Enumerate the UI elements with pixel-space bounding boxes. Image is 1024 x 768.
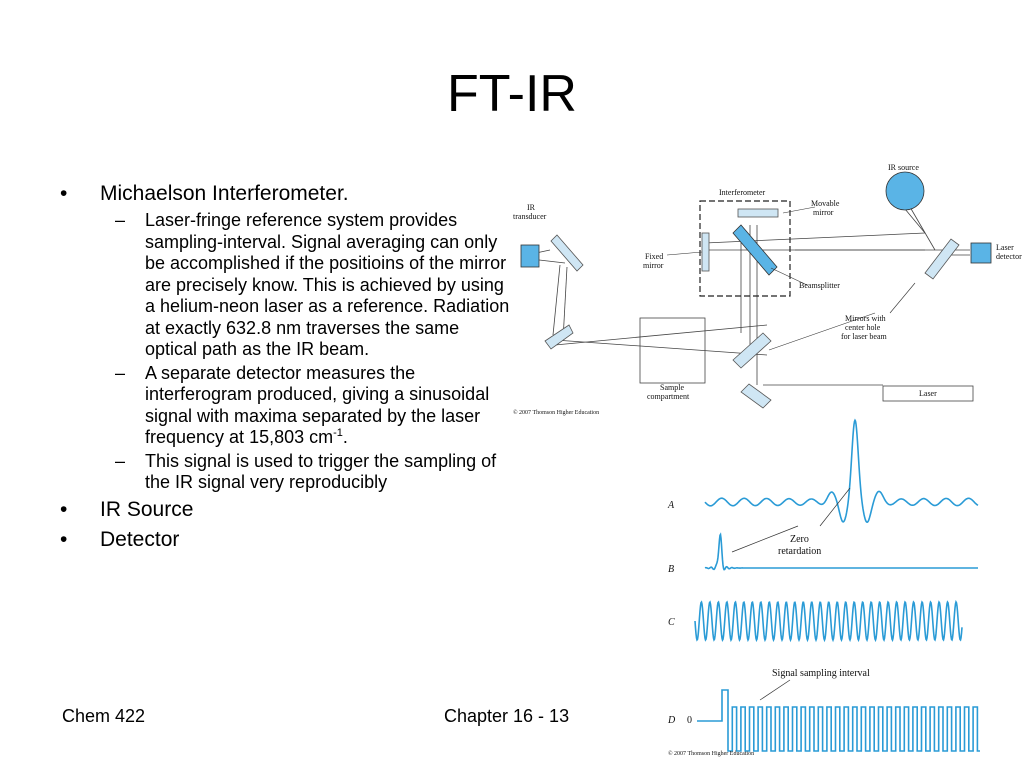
waveform-copyright: © 2007 Thomson Higher Education xyxy=(668,750,754,757)
mirrors-hole-label-line3: for laser beam xyxy=(841,332,888,341)
sub-bullet-item: –Laser-fringe reference system provides … xyxy=(60,210,510,361)
bullet-item: • IR Source xyxy=(60,496,510,524)
fixed-mirror-icon xyxy=(701,232,710,272)
bullet-text: IR Source xyxy=(100,497,194,521)
ir-source-icon xyxy=(885,171,925,211)
trace-c-label: C xyxy=(668,617,675,628)
fixed-mirror-label-line2: mirror xyxy=(643,261,664,270)
sub-bullet-mark: – xyxy=(115,362,126,383)
beamsplitter-icon xyxy=(732,224,778,276)
bullet-list: •Michaelson Interferometer.–Laser-fringe… xyxy=(60,180,510,556)
sub-bullet-tail: . xyxy=(342,427,348,447)
center-hole-mirror-bottom-icon xyxy=(732,332,772,369)
mirrors-hole-label-line2: center hole xyxy=(845,323,881,332)
bullet-item: • Michaelson Interferometer. xyxy=(60,180,510,208)
movable-mirror-icon xyxy=(737,208,779,218)
sub-bullet-mark: – xyxy=(115,210,126,230)
sample-label-line2: compartment xyxy=(647,392,690,401)
movable-mirror-label-line2: mirror xyxy=(813,208,834,217)
center-hole-mirror-right-icon xyxy=(924,238,960,280)
sub-bullet-text: A separate detector measures the interfe… xyxy=(145,362,490,448)
sample-compartment-box xyxy=(639,317,706,384)
mirrors-hole-label-line1: Mirrors with xyxy=(845,314,886,323)
sampling-interval-leader xyxy=(759,679,791,701)
laser-box xyxy=(882,385,974,402)
interferometer-box xyxy=(699,200,791,297)
sub-bullet-list: –Laser-fringe reference system provides … xyxy=(60,210,510,494)
ir-transducer-label-line2: transducer xyxy=(513,212,547,221)
curved-mirror-bottom-left-icon xyxy=(544,324,574,350)
sub-bullet-item: –A separate detector measures the interf… xyxy=(60,363,510,449)
beamsplitter-label: Beamsplitter xyxy=(799,281,840,290)
slide-title: FT-IR xyxy=(447,65,577,123)
footer-course: Chem 422 xyxy=(62,706,146,726)
zero-retardation-leader-a xyxy=(819,487,851,527)
zero-retardation-label-line2: retardation xyxy=(778,546,821,557)
bullet-item: • Detector xyxy=(60,526,510,554)
trace-d-label: D xyxy=(667,715,676,726)
movable-mirror-label-line1: Movable xyxy=(811,199,840,208)
sample-label-line1: Sample xyxy=(660,383,684,392)
interferogram-trace-a xyxy=(704,418,979,524)
laser-mirror-icon xyxy=(740,383,772,409)
sub-bullet-mark: – xyxy=(115,450,126,471)
laser-detector-label-line2: detector xyxy=(996,252,1022,261)
interferometer-label: Interferometer xyxy=(719,188,766,197)
footer-chapter: Chapter 16 - 13 xyxy=(444,706,570,726)
sampling-interval-label: Signal sampling interval xyxy=(772,668,870,679)
zero-retardation-leader xyxy=(731,525,799,553)
bullet-mark: • xyxy=(60,527,68,551)
curved-mirror-top-left-icon xyxy=(550,234,584,272)
square-wave-trace-d xyxy=(697,689,980,752)
trace-b-label: B xyxy=(668,564,674,575)
bullet-text: Detector xyxy=(100,527,180,551)
ir-source-label: IR source xyxy=(888,163,919,172)
trace-d-zero-label: 0 xyxy=(687,715,692,726)
label-leaders xyxy=(666,206,916,351)
superscript: -1 xyxy=(333,427,343,439)
ir-transducer-icon xyxy=(520,244,540,268)
sinusoid-trace-c xyxy=(694,599,963,643)
fixed-mirror-label-line1: Fixed xyxy=(645,252,663,261)
interferometer-diagram: IR source Interferometer IR transducer M… xyxy=(513,163,1022,416)
laser-detector-label-line1: Laser xyxy=(996,243,1014,252)
sub-bullet-item: –This signal is used to trigger the samp… xyxy=(60,451,510,494)
bullet-mark: • xyxy=(60,182,68,205)
sub-bullet-text: Laser-fringe reference system provides s… xyxy=(145,210,510,359)
trace-a-label: A xyxy=(667,500,675,511)
bullet-mark: • xyxy=(60,497,68,521)
diagram-copyright: © 2007 Thomson Higher Education xyxy=(513,409,599,416)
zero-retardation-label-line1: Zero xyxy=(790,534,809,545)
laser-burst-trace-b xyxy=(704,532,978,571)
laser-label: Laser xyxy=(919,389,937,398)
bullet-text: Michaelson Interferometer. xyxy=(100,182,349,205)
ir-transducer-label-line1: IR xyxy=(527,203,536,212)
sub-bullet-text: This signal is used to trigger the sampl… xyxy=(145,450,497,493)
laser-detector-icon xyxy=(970,242,992,264)
waveform-panel: A B C D Zero retardation Signal sampling… xyxy=(667,418,980,757)
